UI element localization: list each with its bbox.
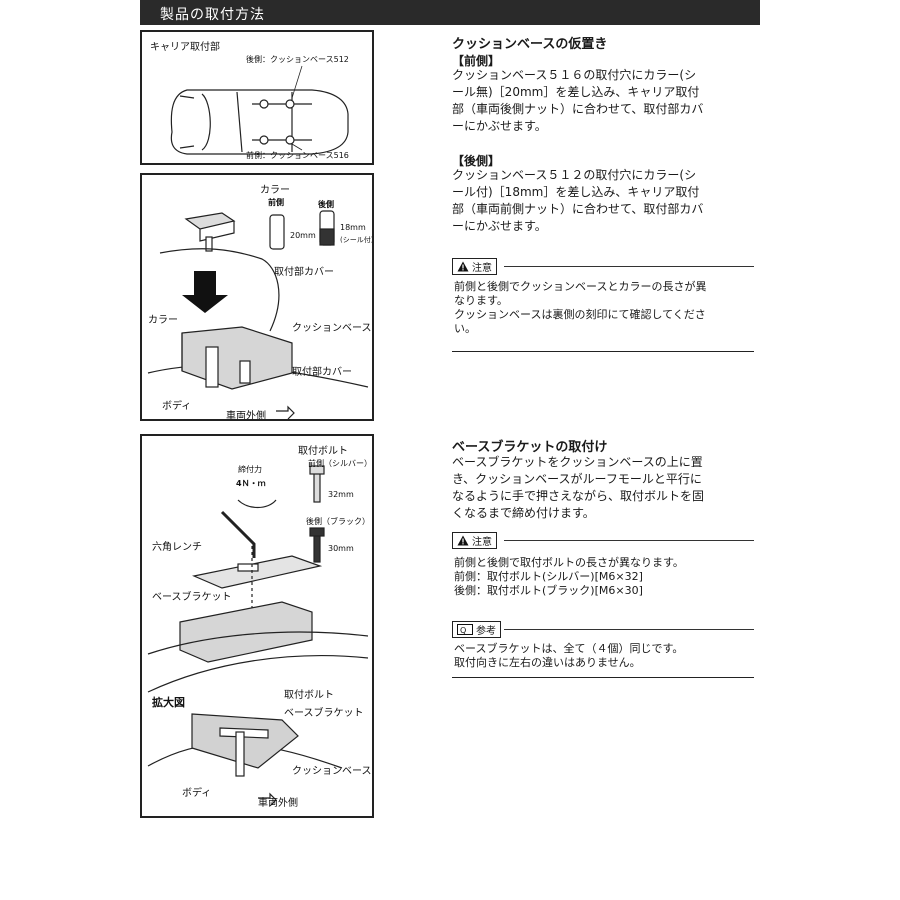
rear-line-1: クッションベース５１２の取付穴にカラー(シ bbox=[452, 168, 697, 182]
carrier-mount-label: キャリア取付部 bbox=[150, 42, 220, 53]
reference-icon: Q bbox=[457, 623, 473, 635]
zoom-bracket-label: ベースブラケット bbox=[284, 708, 364, 719]
rear-black-label: 後側（ブラック） bbox=[306, 517, 370, 526]
bracket-line-4: くなるまで締め付けます。 bbox=[452, 506, 595, 520]
caution-header-1: 注意 bbox=[452, 257, 497, 275]
reference-line-1: ベースブラケットは、全て（４個）同じです。 bbox=[454, 642, 684, 655]
collar-top-label: カラー bbox=[260, 185, 290, 196]
caution-text-2: 前側と後側で取付ボルトの長さが異なります。 前側：取付ボルト(シルバー)[M6×… bbox=[454, 556, 754, 598]
bolt-30mm-label: 30mm bbox=[328, 544, 354, 553]
caution1-line-3: クッションベースは裏側の刻印にて確認してくださ bbox=[454, 308, 706, 321]
bracket-instructions: ベースブラケットをクッションベースの上に置 き、クッションベースがルーフモールと… bbox=[452, 454, 762, 522]
header-title: 製品の取付方法 bbox=[160, 7, 265, 23]
front-line-2: ール無)［20mm］を差し込み、キャリア取付 bbox=[452, 85, 700, 99]
zoom-outside-label: 車両外側 bbox=[258, 798, 298, 809]
reference-label: 参考 bbox=[476, 625, 496, 637]
reference-badge: Q 参考 bbox=[452, 620, 501, 638]
front-silver-label: 前側（シルバー） bbox=[308, 459, 372, 468]
hex-wrench-label: 六角レンチ bbox=[152, 542, 202, 553]
body-label: ボディ bbox=[162, 401, 192, 412]
reference-text: ベースブラケットは、全て（４個）同じです。 取付向きに左右の違いはありません。 bbox=[454, 642, 754, 670]
caution-end-rule-1 bbox=[452, 351, 754, 352]
cover-top-label: 取付部カバー bbox=[274, 267, 334, 278]
bracket-line-3: なるように手で押さえながら、取付ボルトを固 bbox=[452, 489, 705, 503]
reference-header: Q 参考 bbox=[452, 620, 501, 638]
base-bracket-label: ベースブラケット bbox=[152, 592, 232, 603]
cushion-placement-title: クッションベースの仮置き bbox=[452, 37, 608, 52]
warning-triangle-icon bbox=[457, 261, 469, 271]
front-line-3: 部（車両後側ナット）に合わせて、取付部カバ bbox=[452, 102, 704, 116]
front-line-4: ーにかぶせます。 bbox=[452, 119, 547, 133]
caution-divider-2 bbox=[504, 540, 754, 541]
rear-heading: 【後側】 bbox=[452, 154, 501, 168]
zoom-cushion-label: クッションベース bbox=[292, 766, 372, 777]
front-line-1: クッションベース５１６の取付穴にカラー(シ bbox=[452, 68, 697, 82]
bolt-32mm-label: 32mm bbox=[328, 490, 354, 499]
caution-badge-2: 注意 bbox=[452, 531, 497, 549]
front-instructions: クッションベース５１６の取付穴にカラー(シ ール無)［20mm］を差し込み、キャ… bbox=[452, 67, 762, 135]
bracket-mounting-title: ベースブラケットの取付け bbox=[452, 440, 608, 455]
front-heading: 【前側】 bbox=[452, 54, 501, 68]
rear-cushion-label: 後側：クッションベース512 bbox=[246, 55, 349, 64]
svg-text:Q: Q bbox=[460, 626, 466, 635]
front-cushion-label: 前側：クッションベース516 bbox=[246, 151, 349, 160]
caution-label-2: 注意 bbox=[472, 536, 492, 548]
caution-text-1: 前側と後側でクッションベースとカラーの長さが異 なります。 クッションベースは裏… bbox=[454, 280, 754, 336]
front-label: 前側 bbox=[268, 198, 284, 207]
bracket-line-2: き、クッションベースがルーフモールと平行に bbox=[452, 472, 702, 486]
warning-triangle-icon bbox=[457, 535, 469, 545]
zoom-body-label: ボディ bbox=[182, 788, 212, 799]
torque-label: 締付力 bbox=[238, 465, 262, 474]
caution2-line-3: 後側：取付ボルト(ブラック)[M6×30] bbox=[454, 584, 643, 597]
rear-line-4: ーにかぶせます。 bbox=[452, 219, 547, 233]
rear-label: 後側 bbox=[318, 200, 334, 209]
zoom-view-title: 拡大図 bbox=[152, 696, 185, 709]
caution2-line-1: 前側と後側で取付ボルトの長さが異なります。 bbox=[454, 556, 684, 569]
collar-20mm-label: 20mm bbox=[290, 231, 316, 240]
bracket-line-1: ベースブラケットをクッションベースの上に置 bbox=[452, 455, 703, 469]
rear-line-3: 部（車両前側ナット）に合わせて、取付部カバ bbox=[452, 202, 704, 216]
caution-label: 注意 bbox=[472, 262, 492, 274]
caution-header-2: 注意 bbox=[452, 531, 497, 549]
caution1-line-1: 前側と後側でクッションベースとカラーの長さが異 bbox=[454, 280, 707, 293]
rear-instructions: クッションベース５１２の取付穴にカラー(シ ール付)［18mm］を差し込み、キャ… bbox=[452, 167, 762, 235]
reference-line-2: 取付向きに左右の違いはありません。 bbox=[454, 656, 641, 669]
reference-divider bbox=[504, 629, 754, 630]
caution1-line-4: い。 bbox=[454, 322, 476, 335]
collar-seal-label: (シール付) bbox=[340, 236, 374, 244]
cushion-base-label: クッションベース bbox=[292, 323, 372, 334]
rear-line-2: ール付)［18mm］を差し込み、キャリア取付 bbox=[452, 185, 700, 199]
bolt-label: 取付ボルト bbox=[298, 446, 348, 457]
torque-value: 4Ｎ・ｍ bbox=[236, 479, 266, 488]
section-header: 製品の取付方法 bbox=[140, 0, 760, 25]
bracket-mounting-panel: 取付ボルト 締付力 4Ｎ・ｍ 前側（シルバー） 32mm 後側（ブラック） 30… bbox=[140, 434, 374, 818]
cushion-placement-panel: カラー 前側 後側 20mm 18mm (シール付) 取付部カバー カラー クッ… bbox=[140, 173, 374, 421]
cover-label: 取付部カバー bbox=[292, 367, 352, 378]
zoom-bolt-label: 取付ボルト bbox=[284, 690, 334, 701]
collar-label: カラー bbox=[148, 315, 178, 326]
collar-18mm-label: 18mm bbox=[340, 223, 366, 232]
reference-end-rule bbox=[452, 677, 754, 678]
caution-divider-1 bbox=[504, 266, 754, 267]
carrier-position-panel: キャリア取付部 後側：クッションベース512 前側：クッションベース516 bbox=[140, 30, 374, 165]
vehicle-outside-label: 車両外側 bbox=[226, 411, 266, 421]
caution2-line-2: 前側：取付ボルト(シルバー)[M6×32] bbox=[454, 570, 643, 583]
caution1-line-2: なります。 bbox=[454, 294, 508, 307]
bracket-mounting-illustration bbox=[147, 465, 369, 807]
cushion-placement-illustration bbox=[147, 210, 369, 419]
car-top-view-illustration bbox=[170, 65, 349, 155]
caution-badge: 注意 bbox=[452, 257, 497, 275]
